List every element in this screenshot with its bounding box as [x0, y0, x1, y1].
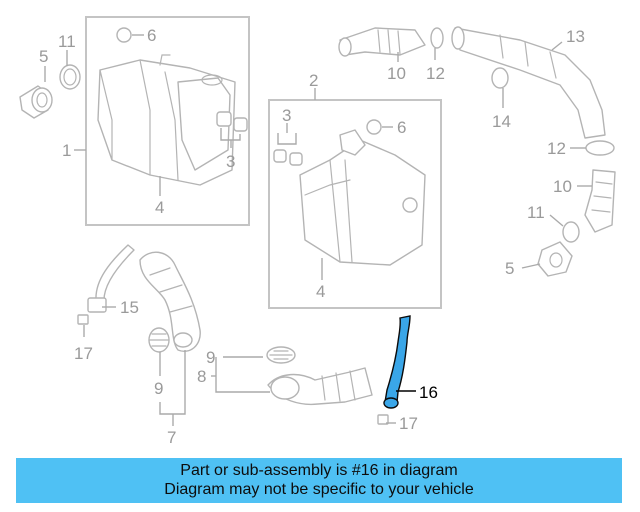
- callout-11: 11: [58, 32, 76, 51]
- callout-4: 4: [155, 198, 164, 217]
- grommets-middle: [273, 149, 303, 166]
- air-cleaner-housing-left: [97, 54, 236, 186]
- callout-5: 5: [39, 47, 48, 66]
- callout-9: 9: [206, 348, 215, 367]
- callout-12: 12: [547, 139, 566, 158]
- callout-4: 4: [316, 282, 325, 301]
- callout-13: 13: [566, 27, 585, 46]
- hose-clamp-left: [59, 64, 81, 90]
- callout-1: 1: [62, 141, 71, 160]
- callout-5: 5: [505, 259, 514, 278]
- screen-9-right: [266, 346, 296, 364]
- clip-17-left: [77, 314, 89, 325]
- callout-11: 11: [527, 203, 545, 222]
- screen-9-left: [148, 327, 170, 353]
- intake-duct-8: [267, 367, 373, 406]
- o-ring-middle: [366, 119, 382, 135]
- clip-17-right: [377, 414, 389, 425]
- callout-10: 10: [553, 177, 572, 196]
- callout-17: 17: [74, 344, 93, 363]
- callout-2: 2: [309, 71, 318, 90]
- maf-sensor-left: [19, 85, 53, 119]
- air-cleaner-housing-middle: [299, 129, 426, 266]
- callout-9: 9: [154, 379, 163, 398]
- callout-10: 10: [387, 64, 406, 83]
- leader-lines: [44, 34, 592, 426]
- callout-17: 17: [399, 414, 418, 433]
- breather-hose-16: [383, 315, 411, 409]
- callout-14: 14: [492, 112, 511, 131]
- callout-8: 8: [197, 367, 206, 386]
- banner-line-1: Part or sub-assembly is #16 in diagram: [180, 462, 458, 479]
- clamp-14: [491, 67, 509, 89]
- box-assembly-1: [85, 16, 250, 226]
- box-assembly-2: [268, 99, 442, 309]
- callout-12: 12: [426, 64, 445, 83]
- callout-15: 15: [120, 298, 139, 317]
- callout-3: 3: [282, 106, 291, 125]
- maf-sensor-right: [537, 241, 573, 277]
- intake-hose-right: [584, 169, 616, 233]
- callout-6: 6: [397, 118, 406, 137]
- banner-line-2: Diagram may not be specific to your vehi…: [164, 481, 474, 498]
- grommets-left: [216, 111, 248, 132]
- callout-3: 3: [226, 152, 235, 171]
- intake-hose-top: [338, 27, 426, 57]
- clamp-right: [585, 140, 615, 156]
- intake-duct: [451, 26, 606, 139]
- hose-15: [87, 244, 135, 313]
- intake-duct-7: [139, 251, 201, 352]
- callout-6: 6: [147, 26, 156, 45]
- callout-7: 7: [167, 428, 176, 447]
- callout-16-highlight: 16: [419, 383, 438, 402]
- info-banner: Part or sub-assembly is #16 in diagram D…: [16, 458, 622, 503]
- callout-labels: 11 5 6 1 3 4 2 3 6 4 10 12 13 14 12 10 1…: [39, 26, 585, 447]
- hose-clamp-right: [562, 221, 580, 243]
- clamp-top: [430, 27, 444, 49]
- o-ring-left: [116, 27, 132, 43]
